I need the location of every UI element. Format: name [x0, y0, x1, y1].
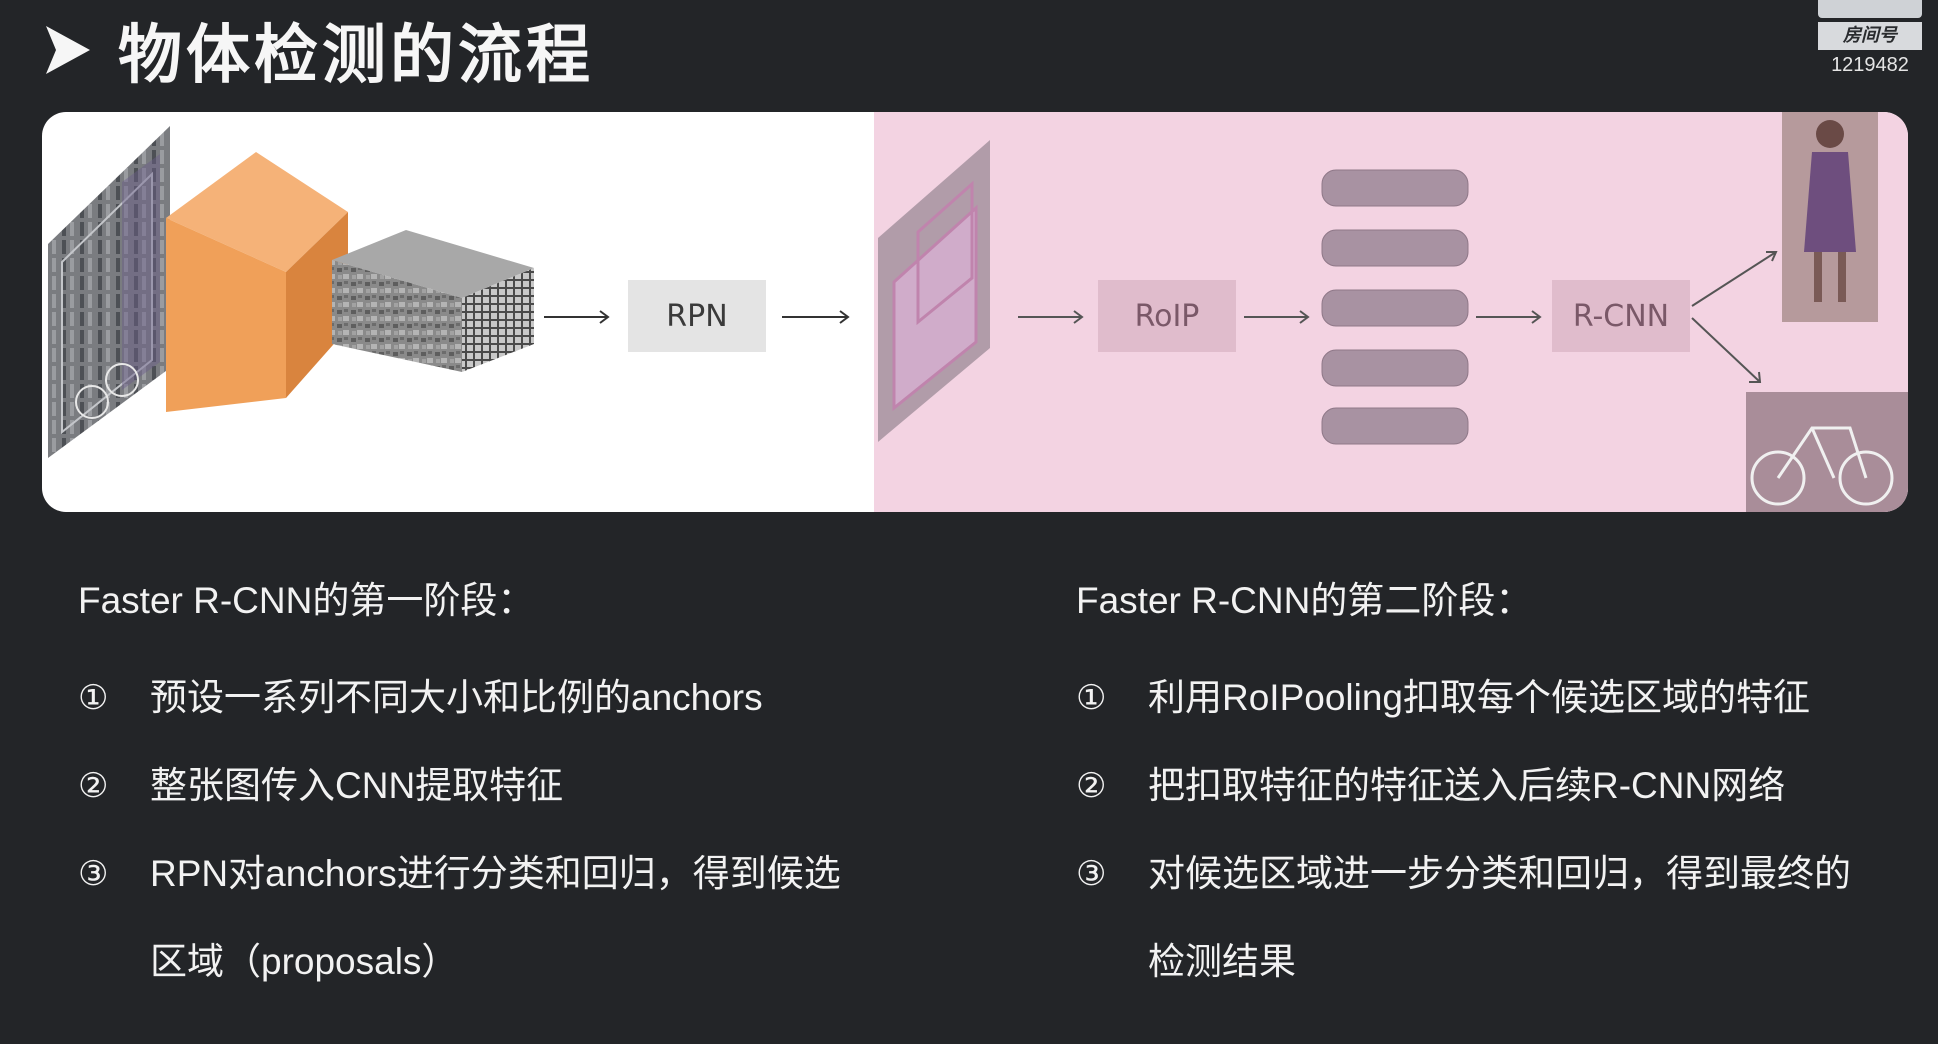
cnn-block	[166, 152, 348, 412]
arrows-stage2	[1018, 251, 1778, 383]
item-text: 把扣取特征的特征送入后续R-CNN网络	[1148, 765, 1786, 806]
pipeline-diagram: RPN RoIP R-CNN	[42, 112, 1908, 512]
logo-mark-icon	[1818, 0, 1922, 18]
stage2-title: Faster R-CNN的第二阶段：	[1076, 580, 1533, 621]
item-text: 对候选区域进一步分类和回归，得到最终的检测结果	[1148, 853, 1851, 982]
logo-badge: 房间号	[1818, 22, 1922, 50]
output-bicycle-image	[1746, 392, 1908, 512]
arrows-stage1	[544, 310, 850, 324]
item-text: 整张图传入CNN提取特征	[150, 765, 564, 806]
input-image	[48, 126, 170, 458]
item-number: ①	[78, 678, 109, 718]
stage1-item: ② 整张图传入CNN提取特征	[78, 742, 898, 830]
item-text: 预设一系列不同大小和比例的anchors	[150, 677, 763, 718]
roip-box	[1098, 280, 1236, 352]
proposal-image	[878, 140, 990, 442]
item-number: ①	[1076, 678, 1107, 718]
room-number: 1219482	[1831, 54, 1909, 76]
rcnn-label: R-CNN	[1572, 298, 1670, 334]
item-number: ②	[78, 766, 109, 806]
title-row: 物体检测的流程	[42, 10, 594, 93]
stage1-item: ① 预设一系列不同大小和比例的anchors	[78, 654, 898, 742]
pooled-features	[1321, 169, 1469, 445]
page-title: 物体检测的流程	[118, 19, 594, 93]
item-number: ③	[78, 854, 109, 894]
stage2-column: Faster R-CNN的第二阶段： ① 利用RoIPooling扣取每个候选区…	[1076, 570, 1896, 1006]
stage1-column: Faster R-CNN的第一阶段： ① 预设一系列不同大小和比例的anchor…	[78, 570, 898, 1006]
stage1-item: ③ RPN对anchors进行分类和回归，得到候选区域（proposals）	[78, 830, 898, 1006]
rpn-box	[628, 280, 766, 352]
item-number: ③	[1076, 854, 1107, 894]
rcnn-box	[1552, 280, 1690, 352]
rpn-label: RPN	[666, 298, 728, 334]
stage2-item: ③ 对候选区域进一步分类和回归，得到最终的检测结果	[1076, 830, 1896, 1006]
item-text: RPN对anchors进行分类和回归，得到候选区域（proposals）	[150, 853, 841, 982]
item-text: 利用RoIPooling扣取每个候选区域的特征	[1148, 677, 1811, 718]
room-logo: 房间号 1219482	[1816, 0, 1924, 77]
stage2-item: ② 把扣取特征的特征送入后续R-CNN网络	[1076, 742, 1896, 830]
pipeline-svg	[48, 112, 1908, 512]
stage1-title: Faster R-CNN的第一阶段：	[78, 580, 535, 621]
output-person-image	[1782, 112, 1878, 322]
item-number: ②	[1076, 766, 1107, 806]
arrow-bullet-icon	[46, 26, 90, 74]
feature-map	[332, 230, 534, 372]
roip-label: RoIP	[1134, 298, 1200, 334]
stage2-item: ① 利用RoIPooling扣取每个候选区域的特征	[1076, 654, 1896, 742]
